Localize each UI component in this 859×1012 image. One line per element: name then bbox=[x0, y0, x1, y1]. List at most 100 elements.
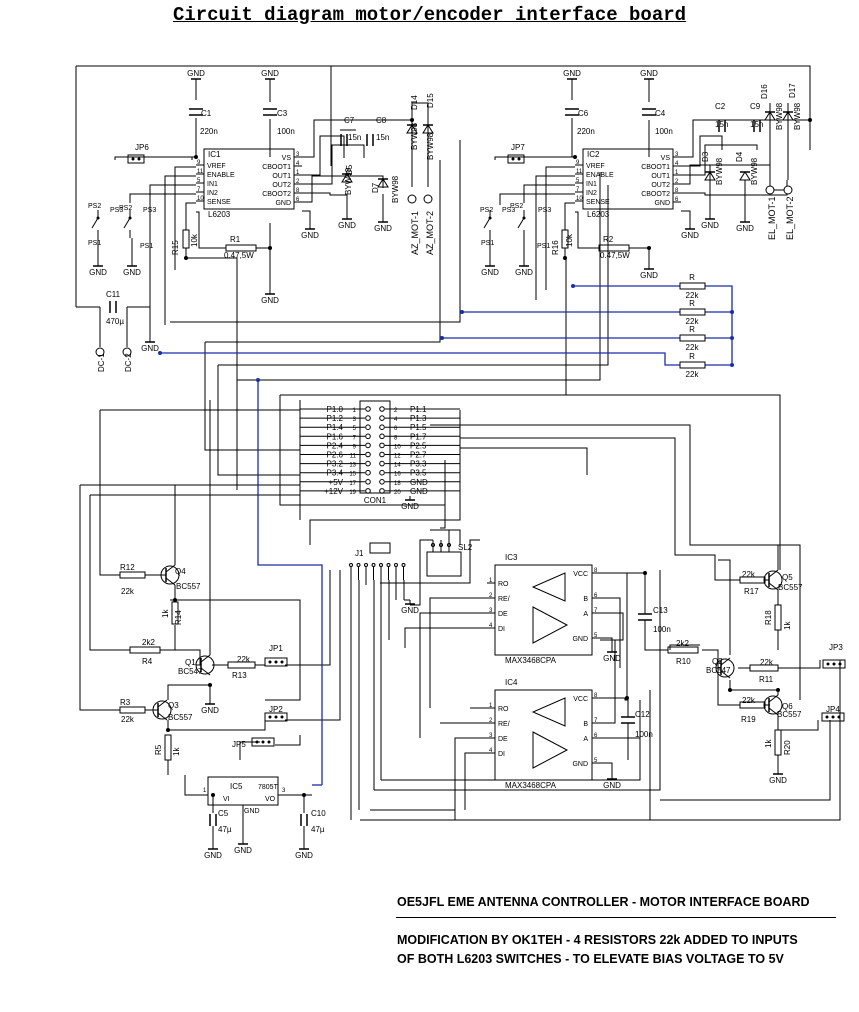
added-resistor bbox=[679, 334, 706, 342]
component bbox=[129, 646, 161, 654]
component bbox=[768, 694, 779, 703]
label: R4 bbox=[142, 657, 153, 666]
label: BC557 bbox=[176, 582, 201, 591]
diode-body bbox=[764, 111, 776, 121]
terminal-pad bbox=[783, 185, 793, 195]
label: R13 bbox=[232, 671, 247, 680]
pin-number: 6 bbox=[594, 733, 598, 739]
wire bbox=[285, 570, 341, 721]
header-pin bbox=[349, 563, 353, 567]
pin-name: OUT1 bbox=[272, 173, 291, 180]
pin-number: 9 bbox=[353, 444, 357, 450]
ground-symbol: GND bbox=[681, 225, 699, 240]
wire bbox=[114, 156, 196, 160]
pin-number: 17 bbox=[349, 481, 356, 487]
component bbox=[157, 699, 168, 708]
pin-name: CBOOT1 bbox=[262, 164, 291, 171]
pin-name: RE/ bbox=[498, 721, 510, 728]
ground-symbol: GND bbox=[123, 262, 141, 277]
label: 470µ bbox=[106, 317, 124, 326]
ground-symbol: GND bbox=[141, 338, 159, 353]
jumper-pin bbox=[267, 740, 271, 744]
label: 220n bbox=[577, 127, 595, 136]
con-pin bbox=[379, 424, 385, 431]
label: 220n bbox=[200, 127, 218, 136]
component bbox=[127, 154, 145, 164]
sl2-header: SL2 bbox=[410, 530, 473, 606]
driver-triangle bbox=[532, 606, 569, 644]
wire bbox=[404, 627, 487, 648]
ground-label: GND bbox=[261, 69, 279, 78]
junction-dot bbox=[166, 728, 170, 732]
label: DC-1 bbox=[97, 353, 106, 372]
junction-dot bbox=[410, 118, 414, 122]
jumper-pin bbox=[137, 157, 141, 161]
con-pin bbox=[379, 479, 385, 485]
wire bbox=[302, 210, 311, 225]
component bbox=[720, 670, 731, 679]
component bbox=[91, 217, 99, 229]
label: 15n bbox=[348, 133, 361, 142]
wire bbox=[460, 447, 588, 475]
junction-dot bbox=[730, 363, 734, 367]
pin-name: RO bbox=[498, 581, 509, 588]
con-pin bbox=[379, 406, 385, 412]
junction-dot bbox=[730, 310, 734, 314]
component bbox=[768, 582, 779, 591]
pin-number: 2 bbox=[675, 179, 679, 185]
ground-label: GND bbox=[701, 221, 719, 230]
junction-dot bbox=[208, 683, 212, 687]
junction-dot bbox=[302, 793, 306, 797]
label: D3 bbox=[701, 151, 710, 162]
label: R12 bbox=[120, 563, 135, 572]
wire bbox=[79, 485, 120, 711]
pin-name: CBOOT2 bbox=[262, 191, 291, 198]
label: PS1 bbox=[140, 243, 153, 250]
label: R5 bbox=[154, 744, 163, 755]
label: BYW98 bbox=[391, 175, 400, 203]
wire bbox=[600, 597, 621, 668]
pin-number: 10 bbox=[576, 196, 583, 202]
ground-symbol: GND bbox=[261, 290, 279, 305]
wire bbox=[460, 437, 730, 581]
label: C8 bbox=[376, 116, 387, 125]
pin-name: VI bbox=[223, 796, 230, 803]
label: BYW98 bbox=[715, 157, 724, 185]
ground-symbol: GND bbox=[204, 845, 222, 860]
con-pin bbox=[365, 406, 371, 412]
pin-number: 6 bbox=[594, 593, 598, 599]
component bbox=[200, 667, 211, 676]
wire bbox=[777, 715, 819, 731]
jumper-pin bbox=[131, 157, 135, 161]
label: BYW98 bbox=[344, 167, 353, 195]
receiver-triangle bbox=[531, 697, 566, 727]
label: AZ_MOT-1 bbox=[410, 211, 420, 255]
pin-number: 1 bbox=[296, 170, 300, 176]
wire bbox=[629, 247, 650, 265]
ground-symbol: GND bbox=[89, 262, 107, 277]
pin-name: ENABLE bbox=[207, 172, 235, 179]
pin-name: DI bbox=[498, 626, 505, 633]
component bbox=[720, 657, 731, 666]
wire bbox=[564, 248, 567, 395]
label: 22k bbox=[760, 658, 774, 667]
jumper-pin bbox=[511, 157, 515, 161]
wire bbox=[302, 192, 348, 215]
label: R20 bbox=[783, 740, 792, 755]
pin-number: 20 bbox=[394, 490, 401, 496]
pin-number: 7 bbox=[353, 435, 357, 441]
con-pin bbox=[379, 460, 385, 467]
jumper-pin bbox=[825, 715, 829, 719]
label: JP7 bbox=[511, 143, 525, 152]
jumper-pin bbox=[517, 157, 521, 161]
pin-number: 1 bbox=[203, 788, 207, 794]
wire bbox=[185, 202, 196, 230]
label: PS3 bbox=[143, 207, 156, 214]
ic-part: L6203 bbox=[587, 210, 610, 219]
con-pin bbox=[365, 433, 371, 440]
pin-name: GND bbox=[572, 761, 588, 768]
resistor-value: 22k bbox=[686, 291, 700, 300]
wire bbox=[681, 210, 691, 225]
